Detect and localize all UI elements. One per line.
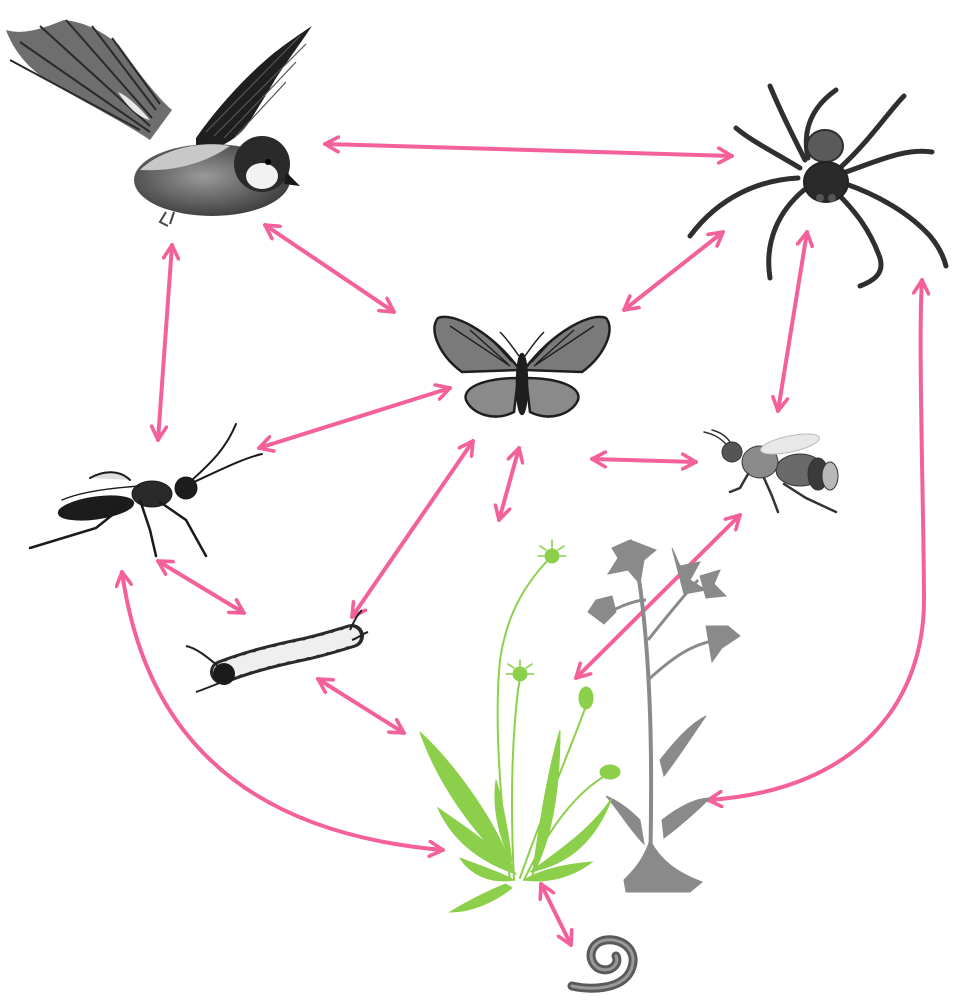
arrow-wasp-dandelion bbox=[122, 572, 443, 850]
bird-icon bbox=[6, 20, 312, 226]
interaction-arrows bbox=[122, 144, 924, 945]
arrow-spider-butterfly bbox=[624, 232, 723, 310]
dandelion-plant-icon bbox=[420, 540, 620, 912]
arrow-spider-bee bbox=[778, 232, 807, 411]
worm-icon bbox=[572, 940, 633, 988]
arrow-butterfly-bee bbox=[592, 459, 696, 462]
butterfly-icon bbox=[434, 317, 609, 417]
arrow-butterfly-dandelion bbox=[499, 448, 519, 520]
spider-icon bbox=[690, 86, 946, 286]
caterpillar-icon bbox=[186, 610, 368, 692]
arrow-bird-spider bbox=[325, 144, 732, 156]
arrow-spider-plant bbox=[708, 280, 924, 800]
arrow-caterpillar-dandelion bbox=[318, 679, 404, 733]
arrow-wasp-caterpillar bbox=[158, 561, 244, 613]
arrow-bird-butterfly bbox=[265, 225, 394, 312]
wasp-icon bbox=[30, 424, 262, 556]
arrow-butterfly-wasp bbox=[259, 388, 450, 448]
arrow-butterfly-caterpillar bbox=[352, 441, 473, 617]
arrow-dandelion-worm bbox=[541, 884, 571, 945]
arrow-bird-wasp bbox=[158, 245, 172, 440]
bee-icon bbox=[704, 430, 838, 512]
